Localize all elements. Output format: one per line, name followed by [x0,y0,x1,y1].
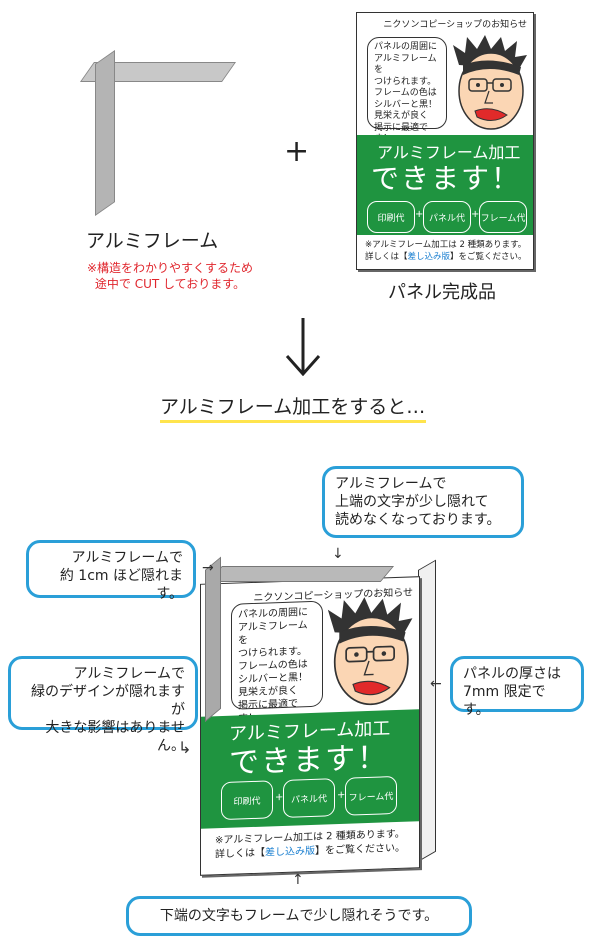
bubble-line: つけられます。 [374,76,437,87]
subtitle-underline [160,420,426,423]
bubble-line: 見栄えが良く [374,111,429,121]
poster-footer: ※アルミフレーム加工は 2 種類あります。 詳しくは【差し込み版】をご覧ください… [215,828,405,863]
footer-link-text: 差し込み版 [265,845,315,859]
frame-note-line2: 途中で CUT しております。 [94,277,246,291]
footer-pre: 詳しくは【 [365,252,408,262]
frame-note-line1: ※構造をわかりやすくするため [86,261,254,275]
panel-poster-small: ニクソンコピーショップのお知らせ パネルの周囲に アルミフレームを つけられます… [356,12,534,270]
bubble-line: アルミフレームを [238,620,308,647]
green-main-text: できます！ [229,740,389,781]
callout-frame-1cm: アルミフレームで 約 1cm ほど隠れます。 [26,540,196,602]
arrow-left-icon: ← [430,676,442,692]
green-main-text: できます！ [371,162,522,195]
footer-line2: 詳しくは【差し込み版】をご覧ください。 [365,251,527,263]
callout-line: 約 1cm ほど隠れます。 [59,568,183,602]
callout-line: アルミフレームで [71,550,183,566]
footer-post: 】をご覧ください。 [315,842,405,857]
bubble-line: パネルの周囲に [374,42,438,52]
callout-line: アルミフレームで [335,476,447,492]
green-title: アルミフレーム加工 [377,143,521,162]
callout-line: 7mm 限定です。 [463,684,546,718]
character-face-icon [453,35,527,130]
poster-green-section: アルミフレーム加工 できます！ 印刷代 + パネル代 + フレーム代 [357,135,533,235]
footer-post: 】をご覧ください。 [450,252,527,262]
callout-top-edge: アルミフレームで 上端の文字が少し隠れて 読めなくなっております。 [322,466,524,538]
aluminum-frame-label: アルミフレーム [86,230,219,252]
panel-label: パネル完成品 [388,282,496,303]
footer-pre: 詳しくは【 [215,847,265,861]
arrow-right-icon: → [202,560,214,576]
poster-footer: ※アルミフレーム加工は 2 種類あります。 詳しくは【差し込み版】をご覧ください… [365,239,527,263]
arrow-corner-icon: ↳ [178,738,192,757]
poster-speech-bubble: パネルの周囲に アルミフレームを つけられます。 フレームの色は シルバーと黒！… [367,37,447,144]
callout-line: 大きな影響はありません。 [45,720,185,754]
section-subtitle: アルミフレーム加工をすると… [160,396,426,418]
frame-note: ※構造をわかりやすくするため 途中で CUT しております。 [60,260,280,292]
pill-frame-fee: フレーム代 [345,775,397,816]
frame-overlay-side [205,556,221,722]
pill-frame-fee: フレーム代 [479,201,527,233]
pill-print-fee: 印刷代 [367,201,415,233]
plus-sign: + [284,134,310,169]
pill-print-fee: 印刷代 [221,780,273,821]
poster-speech-bubble: パネルの周囲に アルミフレームを つけられます。 フレームの色は シルバーと黒！… [231,600,323,725]
panel-poster-large: ニクソンコピーショップのお知らせ パネルの周囲に アルミフレームを つけられます… [200,576,420,876]
footer-line1: ※アルミフレーム加工は 2 種類あります。 [365,240,527,250]
frame-overlay-top [208,566,394,582]
callout-bottom-edge: 下端の文字もフレームで少し隠れそうです。 [126,896,472,936]
pill-panel-fee: パネル代 [283,778,335,818]
callout-line: 緑のデザインが隠れますが [31,684,185,718]
bubble-line: シルバーと黒！ [374,99,438,110]
panel-thickness-side [418,559,436,862]
footer-link-text: 差し込み版 [407,252,451,262]
bubble-line: フレームの色は [374,88,437,98]
down-arrow-icon [285,318,321,376]
arrow-down-icon: ↓ [332,546,344,562]
pill-plus: + [471,209,480,220]
arrow-up-icon: ↑ [292,872,304,888]
callout-line: パネルの厚さは [463,666,561,682]
pill-plus: + [415,209,424,220]
poster-header: ニクソンコピーショップのお知らせ [383,20,527,30]
callout-panel-thickness: パネルの厚さは 7mm 限定です。 [450,656,584,718]
callout-green-design: アルミフレームで 緑のデザインが隠れますが 大きな影響はありません。 [8,656,198,754]
bubble-line: アルミフレームを [374,53,437,76]
callout-line: 下端の文字もフレームで少し隠れそうです。 [159,908,439,924]
callout-line: 上端の文字が少し隠れて [335,494,489,510]
character-face-icon [327,597,413,706]
aluminum-frame-side-bar [95,49,115,216]
callout-line: アルミフレームで [73,666,185,682]
poster-green-section: アルミフレーム加工 できます！ 印刷代 + パネル代 + フレーム代 [201,709,419,829]
callout-line: 読めなくなっております。 [335,512,501,528]
pill-panel-fee: パネル代 [423,201,471,233]
